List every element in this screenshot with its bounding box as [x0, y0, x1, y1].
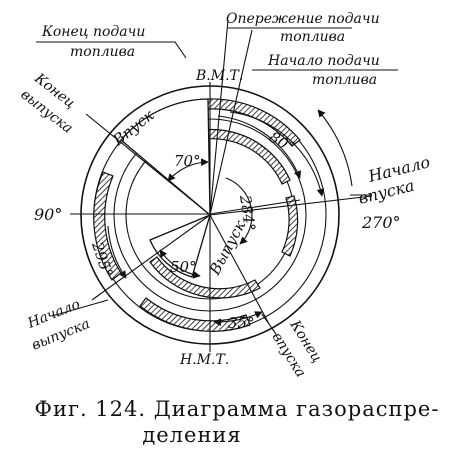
caption-line-2: деления: [142, 423, 242, 447]
caption-line-1: Фиг. 124. Диаграмма газораспре-: [34, 397, 440, 421]
figure-caption: Фиг. 124. Диаграмма газораспре- деления: [0, 396, 474, 448]
arc-50: [159, 249, 201, 279]
arc-80: [217, 115, 301, 179]
fuel-end-label-2: топлива: [70, 44, 135, 60]
arc-35: [213, 311, 263, 327]
angle-70-label: 70°: [174, 152, 201, 170]
intake-start-radial: [209, 195, 373, 216]
deg270-label: 270°: [361, 213, 401, 232]
fuel-end-leader: [36, 41, 187, 59]
angle-295-label: 295°: [88, 239, 117, 280]
exhaust-start-radial: [91, 214, 211, 301]
fuel-advance-radial-1: [209, 19, 229, 216]
intake-band-right: [281, 195, 299, 257]
arc-295: [107, 225, 127, 279]
deg90-label: 90°: [34, 205, 62, 224]
fuel-start-label-1: Начало подачи: [267, 53, 380, 69]
arc-284: [225, 177, 253, 245]
fuel-end-label-1: Конец подачи: [41, 24, 145, 40]
fuel-start-label-2: топлива: [312, 72, 377, 88]
fuel-advance-radial-2: [209, 29, 253, 216]
horizontal-axis-right: [209, 199, 301, 215]
tdc-label: В.М.Т.: [195, 68, 243, 84]
arc-80-outer: [229, 111, 325, 197]
fuel-advance-label-1: Опережение подачи: [226, 11, 380, 27]
exhaust-band-left: [93, 171, 122, 281]
gas-distribution-diagram: Конец подачи топлива Опережение подачи т…: [18, 11, 432, 380]
rotation-arrow: [317, 109, 353, 187]
angle-284-label: 284°: [236, 193, 259, 232]
exhaust-end-radial: [85, 113, 211, 216]
bdc-label: Н.М.Т.: [179, 352, 229, 368]
angle-35-label: 35°: [228, 314, 255, 332]
intake-end-leader: [261, 313, 277, 335]
fuel-advance-label-2: топлива: [280, 29, 345, 45]
intake-open-wedge: [120, 98, 211, 217]
exhaust-start-leader: [51, 299, 109, 317]
intake-end-radial: [209, 214, 269, 323]
angle-50-label: 50°: [170, 258, 197, 276]
arc-70: [167, 158, 209, 182]
